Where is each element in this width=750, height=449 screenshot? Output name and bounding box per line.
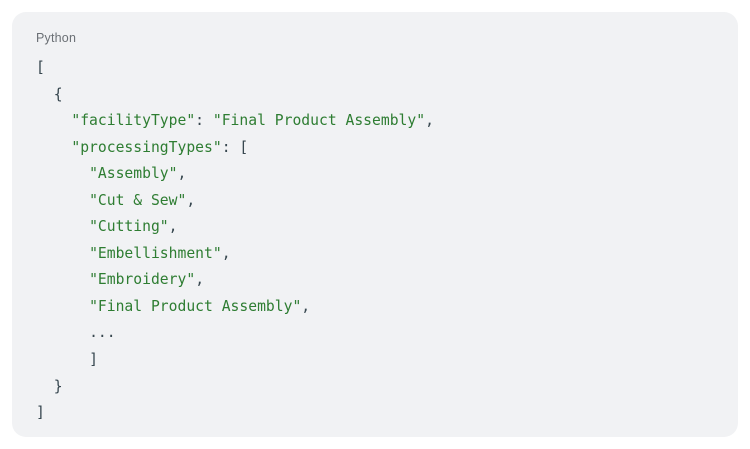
code-indent [36,192,89,209]
code-token-punct: ] [89,351,98,369]
code-line: "Final Product Assembly", [36,294,738,321]
code-token-punct: , [168,218,178,236]
code-token-str: "facilityType" [71,112,196,130]
code-token-ellipsis: ... [89,324,116,342]
code-token-punct: ] [36,404,45,422]
code-indent [36,324,89,341]
code-line: "Cutting", [36,214,738,241]
code-indent [36,245,89,262]
code-line: } [36,374,738,401]
code-indent [36,139,71,156]
code-token-punct: , [425,112,434,130]
code-token-punct: : [221,138,240,156]
code-indent [36,112,71,129]
code-indent [36,86,54,103]
code-token-str: "Cutting" [89,218,169,236]
code-line: [ [36,55,738,82]
code-token-str: "Assembly" [89,165,178,183]
code-content[interactable]: [ { "facilityType": "Final Product Assem… [12,55,738,427]
code-line: "Cut & Sew", [36,188,738,215]
code-token-punct: } [53,377,63,395]
code-line: "facilityType": "Final Product Assembly"… [36,108,738,135]
code-line: ... [36,320,738,347]
code-token-punct: [ [239,138,249,156]
code-token-punct: , [301,297,311,315]
code-line: "Assembly", [36,161,738,188]
code-indent [36,165,89,182]
code-token-punct: { [53,85,63,103]
code-token-punct: , [177,165,187,183]
language-label: Python [36,31,77,45]
code-line: ] [36,347,738,374]
code-token-punct: [ [36,59,45,76]
code-token-str: "Embroidery" [89,271,196,289]
code-token-str: "processingTypes" [71,138,222,156]
code-line: { [36,82,738,109]
code-token-punct: , [195,271,205,289]
code-indent [36,298,89,315]
code-indent [36,271,89,288]
code-line: "Embroidery", [36,267,738,294]
code-line: "Embellishment", [36,241,738,268]
code-token-str: "Cut & Sew" [89,191,187,209]
code-token-str: "Embellishment" [89,244,222,262]
code-indent [36,351,89,368]
code-token-str: "Final Product Assembly" [212,112,426,130]
code-token-str: "Final Product Assembly" [89,297,302,315]
code-line: "processingTypes": [ [36,135,738,162]
code-indent [36,218,89,235]
code-line: ] [36,400,738,427]
code-token-punct: , [186,191,196,209]
code-block-card: Python [ { "facilityType": "Final Produc… [12,12,738,437]
code-token-punct: , [221,244,231,262]
code-indent [36,378,54,395]
code-token-punct: : [195,112,213,130]
